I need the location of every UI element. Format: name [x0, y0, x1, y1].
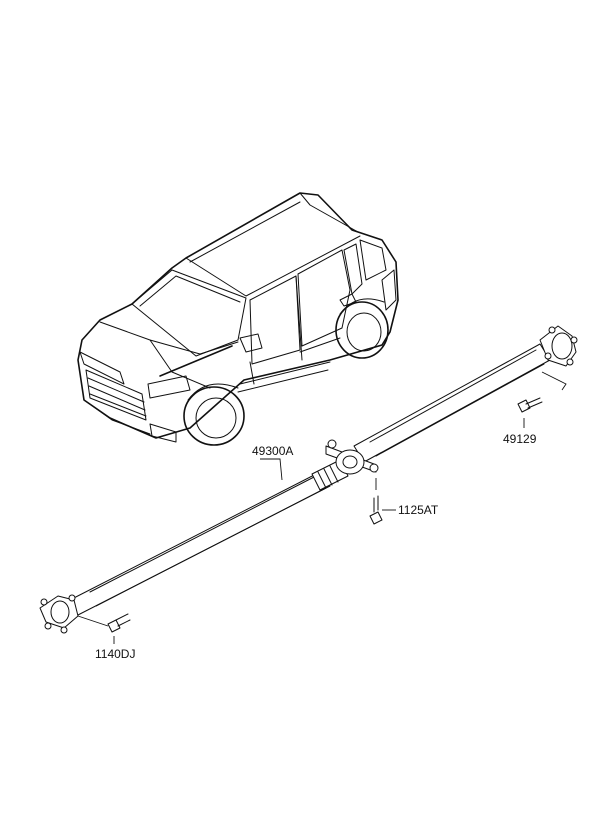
- part-label-front-bolt: 1140DJ: [95, 647, 135, 661]
- vehicle-illustration: [77, 192, 399, 446]
- part-label-bearing-bolt: 1125AT: [398, 503, 439, 517]
- part-label-rear-bolt: 49129: [503, 432, 537, 446]
- center-bearing: [325, 439, 379, 475]
- rear-flange: [539, 325, 578, 367]
- propeller-shaft: [39, 325, 578, 634]
- leader-lines: [77, 371, 567, 644]
- front-bolt: [107, 613, 131, 633]
- part-label-shaft: 49300A: [252, 444, 293, 458]
- front-flange: [39, 594, 79, 634]
- rear-bolt: [517, 397, 543, 413]
- bearing-bolt: [369, 495, 383, 525]
